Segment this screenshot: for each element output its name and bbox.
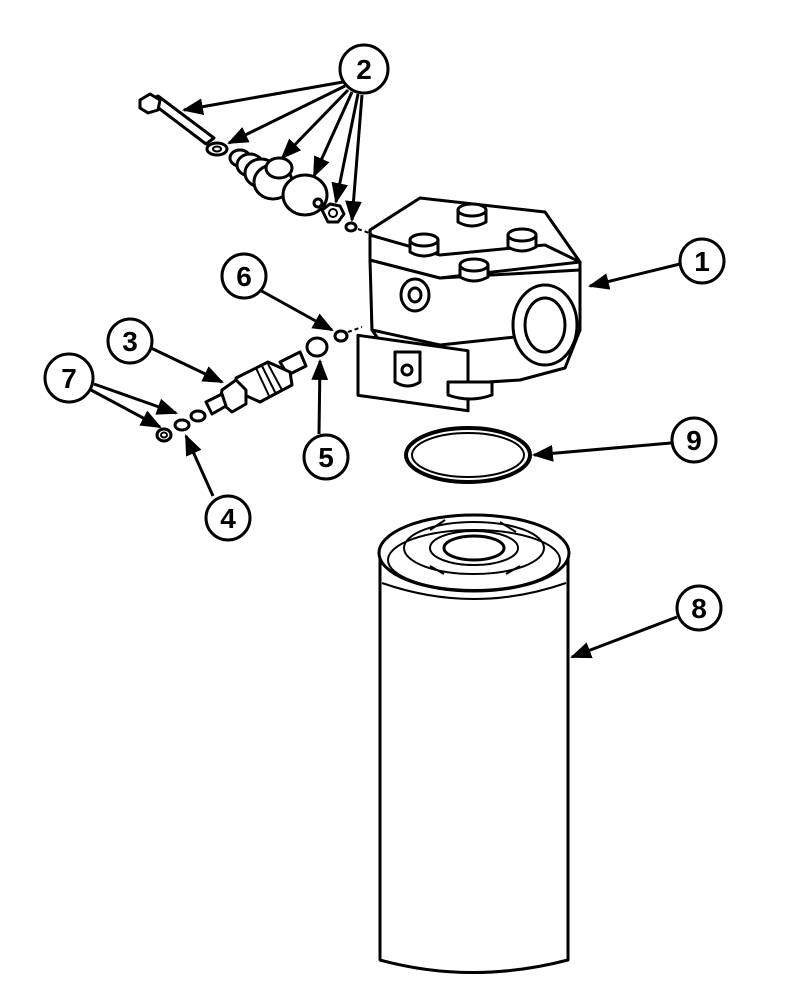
bypass-valve-parts <box>138 92 373 235</box>
callout-3: 3 <box>106 317 154 365</box>
callout-3-label: 3 <box>122 326 138 357</box>
filter-cartridge <box>377 513 571 974</box>
callout-4: 4 <box>204 494 252 542</box>
callout-6-label: 6 <box>236 261 252 292</box>
callout-6: 6 <box>220 252 268 300</box>
callout-7: 7 <box>43 352 95 404</box>
callout-4-label: 4 <box>220 503 236 534</box>
callout-2: 2 <box>338 43 390 95</box>
filter-head-housing <box>356 196 582 413</box>
callout-1: 1 <box>678 237 726 285</box>
sender-assembly <box>155 326 363 443</box>
callout-1-label: 1 <box>694 246 710 277</box>
callout-8-label: 8 <box>691 593 707 624</box>
callout-5-label: 5 <box>318 442 334 473</box>
o-ring-seal <box>404 426 532 484</box>
callout-8: 8 <box>675 584 723 632</box>
callout-7-label: 7 <box>61 363 77 394</box>
callout-5: 5 <box>302 433 350 481</box>
leader-lines <box>90 80 681 659</box>
callout-9: 9 <box>670 416 718 464</box>
callout-2-label: 2 <box>356 54 372 85</box>
callout-9-label: 9 <box>686 425 702 456</box>
